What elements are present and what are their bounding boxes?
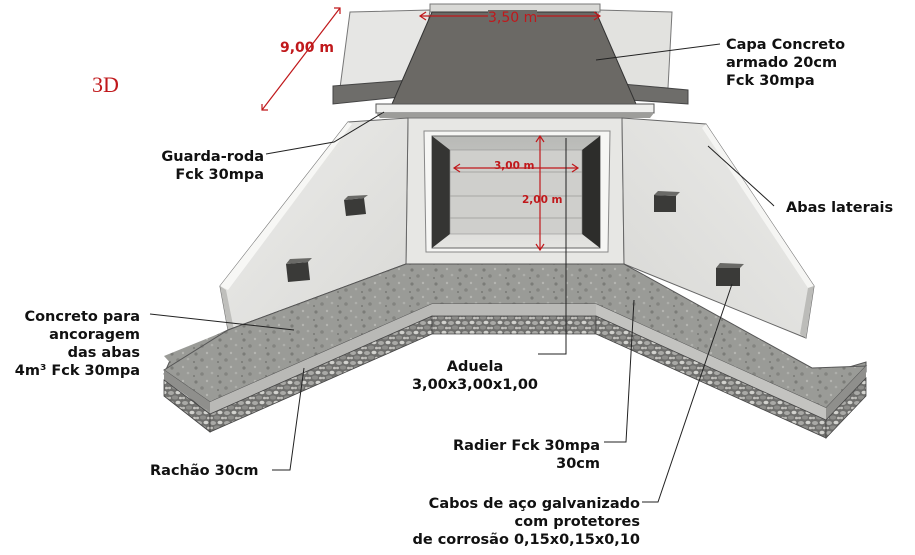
- dimension-lines: [261, 7, 602, 252]
- leader-lines: [149, 43, 775, 503]
- label-abas-laterais: Abas laterais: [786, 200, 894, 216]
- dim-inner-height: 2,00 m: [522, 194, 563, 206]
- dim-inner-width: 3,00 m: [494, 160, 535, 172]
- radier-slab: [163, 263, 868, 421]
- dim-top-width: 3,50 m: [488, 10, 538, 26]
- road-deck-slab: [391, 11, 637, 110]
- wing-wall-right: [621, 117, 815, 339]
- view-3d-tag: 3D: [92, 72, 119, 97]
- aduela-frame: [405, 117, 625, 265]
- label-rachao: Rachão 30cm: [150, 463, 259, 479]
- rachao-gravel-layer: [163, 315, 867, 439]
- dim-length: 9,00 m: [280, 40, 335, 56]
- guard-rail: [375, 103, 655, 118]
- anchor-blocks: [286, 191, 744, 286]
